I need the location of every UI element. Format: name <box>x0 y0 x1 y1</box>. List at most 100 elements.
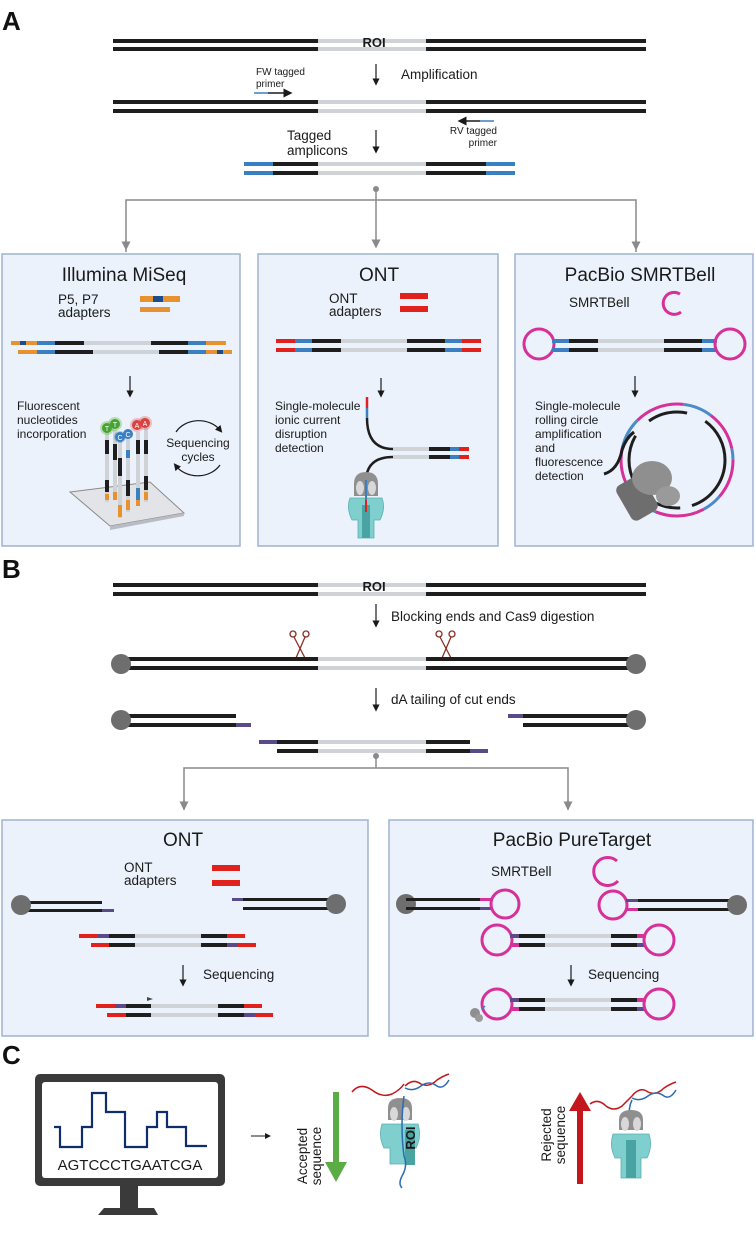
panel-c: C AGTCCCTGAATCGA Accepted sequence <box>2 1040 677 1215</box>
rolling-circle-icon <box>603 402 735 521</box>
fw-primer-label-1: FW tagged <box>256 67 305 78</box>
smrtbell-label: SMRTBell <box>569 295 630 310</box>
pacbio-detect-label-3: amplification <box>535 427 602 441</box>
pacbio-detect-label-1: Single-molecule <box>535 399 621 413</box>
genomic-dna-roi: ROI <box>113 35 646 51</box>
capped-fragments <box>11 894 346 915</box>
cas9-step-label: Blocking ends and Cas9 digestion <box>391 609 594 624</box>
blocking-cap-icon <box>111 654 131 674</box>
panel-a-letter: A <box>2 6 21 36</box>
fluor-label-1: Fluorescent <box>17 399 80 413</box>
sequencing-label: Sequencing <box>203 967 274 982</box>
panel-a: A ROI Amplification FW tagged primer <box>1 6 754 547</box>
base-a: A <box>135 423 140 430</box>
accepted-label-1: Accepted <box>295 1128 310 1184</box>
fluor-label-3: incorporation <box>17 427 86 441</box>
rv-primer-label-1: RV tagged <box>450 126 497 137</box>
ont-adapter-ligated-molecule <box>79 934 256 947</box>
smrtbell-sequenced-molecule <box>470 987 676 1022</box>
branch-connector <box>179 753 573 811</box>
blocking-cap-icon <box>626 654 646 674</box>
smrtbell-adapter-icon <box>661 290 682 316</box>
sequencing-label: Sequencing <box>588 967 659 982</box>
panel-b-letter: B <box>2 554 21 584</box>
computer-monitor-icon: AGTCCCTGAATCGA <box>35 1074 225 1215</box>
blocked-dna <box>111 654 646 674</box>
ionic-current-signal <box>54 1091 207 1149</box>
rejected-label-1: Rejected <box>539 1108 554 1161</box>
ont-box: ONT ONT adapters <box>1 819 369 1037</box>
rejected-label-2: sequence <box>553 1106 568 1165</box>
motor-protein-icon <box>147 997 153 1001</box>
cut-fragments <box>111 710 646 753</box>
ont-library-molecule <box>276 339 481 352</box>
roi-label: ROI <box>403 1126 418 1149</box>
ont-detect-label-4: detection <box>275 441 324 455</box>
fluorescent-nucleotide-icons: T T C C A A <box>100 416 152 443</box>
up-arrow-icon <box>569 1092 591 1111</box>
accepted-sequence-indicator: Accepted sequence <box>295 1092 347 1185</box>
ont-box: ONT ONT adapters <box>257 253 499 547</box>
basecalled-sequence: AGTCCCTGAATCGA <box>58 1157 203 1174</box>
p5-p7-adapter-icons <box>140 296 180 312</box>
scissors-icon <box>435 630 456 659</box>
flow-cell-icon: T T C C A A <box>68 416 186 530</box>
da-tailing-label: dA tailing of cut ends <box>391 692 516 707</box>
puretarget-title: PacBio PureTarget <box>493 830 652 851</box>
nanopore-accepting-icon: ROI <box>351 1073 450 1189</box>
pacbio-title: PacBio SMRTBell <box>565 265 716 286</box>
roi-label: ROI <box>362 579 385 594</box>
tagged-amplicons-label-1: Tagged <box>287 128 331 143</box>
base-c: C <box>117 435 122 442</box>
nanopore-rejecting-icon <box>589 1081 677 1179</box>
template-dna <box>113 100 646 113</box>
p5-p7-label-1: P5, P7 <box>58 292 99 307</box>
cycles-label-1: Sequencing <box>166 436 229 450</box>
accepted-label-2: sequence <box>309 1127 324 1186</box>
cycles-label-2: cycles <box>181 450 214 464</box>
rv-primer-label-2: primer <box>469 138 498 149</box>
smrtbell-closed-molecule <box>480 923 676 957</box>
ont-detect-label-3: disruption <box>275 427 327 441</box>
illumina-miseq-box: Illumina MiSeq P5, P7 adapters <box>1 253 241 547</box>
pacbio-puretarget-box: PacBio PureTarget SMRTBell <box>388 819 754 1037</box>
tagged-amplicons-label-2: amplicons <box>287 143 348 158</box>
ont-adapters-label-1: ONT <box>329 291 358 306</box>
base-c: C <box>125 432 130 439</box>
ont-title: ONT <box>359 265 400 286</box>
ont-title: ONT <box>163 830 204 851</box>
pacbio-smrtbell-box: PacBio SMRTBell SMRTBell Single-molecule… <box>514 253 754 547</box>
polymerase-icon <box>616 461 680 521</box>
ont-adapter-icons <box>400 293 428 312</box>
illumina-library-molecule <box>11 341 232 354</box>
base-t: T <box>113 422 118 429</box>
panel-b: B ROI Blocking ends and Cas9 digestion <box>1 554 754 1037</box>
ont-translocating-dna <box>364 397 469 481</box>
base-a: A <box>143 421 148 428</box>
ont-adapters-label-2: adapters <box>124 873 177 888</box>
pacbio-detect-label-5: fluorescence <box>535 455 603 469</box>
amplification-label: Amplification <box>401 67 478 82</box>
rejected-sequence-indicator: Rejected sequence <box>539 1092 591 1184</box>
smrtbell-ligated-fragments <box>396 888 747 921</box>
tagged-amplicon <box>244 162 515 175</box>
down-arrow-icon <box>325 1162 347 1182</box>
pacbio-detect-label-2: rolling circle <box>535 413 599 427</box>
nanopore-icon <box>348 472 384 539</box>
ont-detect-label-1: Single-molecule <box>275 399 361 413</box>
ont-detect-label-2: ionic current <box>275 413 341 427</box>
smrtbell-library-molecule <box>522 327 747 361</box>
fw-primer-label-2: primer <box>256 79 285 90</box>
polymerase-icon <box>470 1005 486 1022</box>
ont-adapters-label-2: adapters <box>329 304 382 319</box>
pacbio-detect-label-6: detection <box>535 469 584 483</box>
smrtbell-adapter-icon <box>592 856 620 887</box>
roi-label: ROI <box>362 35 385 50</box>
sequencing-cycle-icon <box>173 420 223 477</box>
p5-p7-label-2: adapters <box>58 305 111 320</box>
dna-clusters <box>105 428 148 518</box>
pacbio-detect-label-4: and <box>535 441 555 455</box>
ont-adapters-label-1: ONT <box>124 860 153 875</box>
base-t: T <box>105 426 110 433</box>
